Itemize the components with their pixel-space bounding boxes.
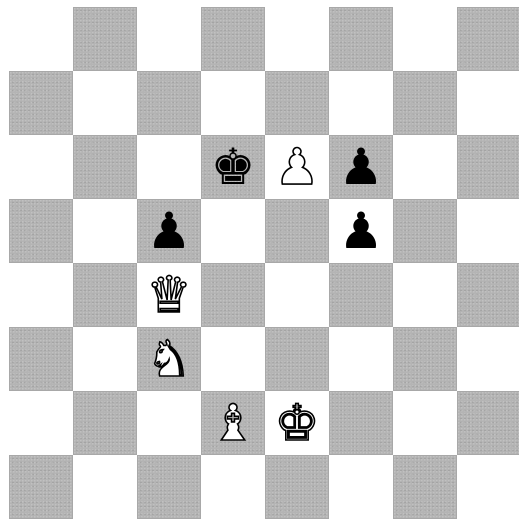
square-b6[interactable] bbox=[73, 135, 137, 199]
square-b2[interactable] bbox=[73, 391, 137, 455]
square-b4[interactable] bbox=[73, 263, 137, 327]
square-g6[interactable] bbox=[393, 135, 457, 199]
white-pawn-icon[interactable]: ♟ bbox=[275, 142, 320, 192]
square-e7[interactable] bbox=[265, 71, 329, 135]
black-pawn-icon[interactable]: ♟ bbox=[147, 206, 192, 256]
square-g1[interactable] bbox=[393, 455, 457, 519]
chess-board: ♚ ♟ ♟ ♟ ♟ ♛ ♞ ♝ ♚ bbox=[9, 7, 519, 519]
square-f8[interactable] bbox=[329, 7, 393, 71]
square-d8[interactable] bbox=[201, 7, 265, 71]
square-d5[interactable] bbox=[201, 199, 265, 263]
square-a4[interactable] bbox=[9, 263, 73, 327]
square-h2[interactable] bbox=[457, 391, 519, 455]
square-h5[interactable] bbox=[457, 199, 519, 263]
square-f1[interactable] bbox=[329, 455, 393, 519]
square-c1[interactable] bbox=[137, 455, 201, 519]
square-b1[interactable] bbox=[73, 455, 137, 519]
square-b7[interactable] bbox=[73, 71, 137, 135]
square-b5[interactable] bbox=[73, 199, 137, 263]
black-king-icon[interactable]: ♚ bbox=[211, 142, 256, 192]
square-f6[interactable]: ♟ bbox=[329, 135, 393, 199]
square-b8[interactable] bbox=[73, 7, 137, 71]
square-g7[interactable] bbox=[393, 71, 457, 135]
white-knight-icon[interactable]: ♞ bbox=[147, 334, 192, 384]
square-h1[interactable] bbox=[457, 455, 519, 519]
square-c4[interactable]: ♛ bbox=[137, 263, 201, 327]
square-g5[interactable] bbox=[393, 199, 457, 263]
square-d6[interactable]: ♚ bbox=[201, 135, 265, 199]
square-c5[interactable]: ♟ bbox=[137, 199, 201, 263]
square-g4[interactable] bbox=[393, 263, 457, 327]
square-g2[interactable] bbox=[393, 391, 457, 455]
square-c3[interactable]: ♞ bbox=[137, 327, 201, 391]
square-h7[interactable] bbox=[457, 71, 519, 135]
square-a6[interactable] bbox=[9, 135, 73, 199]
square-c8[interactable] bbox=[137, 7, 201, 71]
square-g8[interactable] bbox=[393, 7, 457, 71]
square-c6[interactable] bbox=[137, 135, 201, 199]
square-d1[interactable] bbox=[201, 455, 265, 519]
square-f7[interactable] bbox=[329, 71, 393, 135]
square-c7[interactable] bbox=[137, 71, 201, 135]
square-d7[interactable] bbox=[201, 71, 265, 135]
square-h6[interactable] bbox=[457, 135, 519, 199]
black-pawn-icon[interactable]: ♟ bbox=[339, 206, 384, 256]
square-d4[interactable] bbox=[201, 263, 265, 327]
square-a8[interactable] bbox=[9, 7, 73, 71]
square-f2[interactable] bbox=[329, 391, 393, 455]
square-f5[interactable]: ♟ bbox=[329, 199, 393, 263]
square-c2[interactable] bbox=[137, 391, 201, 455]
square-f4[interactable] bbox=[329, 263, 393, 327]
square-a3[interactable] bbox=[9, 327, 73, 391]
square-e2[interactable]: ♚ bbox=[265, 391, 329, 455]
square-e5[interactable] bbox=[265, 199, 329, 263]
square-h3[interactable] bbox=[457, 327, 519, 391]
square-a1[interactable] bbox=[9, 455, 73, 519]
square-e1[interactable] bbox=[265, 455, 329, 519]
square-f3[interactable] bbox=[329, 327, 393, 391]
white-bishop-icon[interactable]: ♝ bbox=[211, 398, 256, 448]
square-h8[interactable] bbox=[457, 7, 519, 71]
square-e3[interactable] bbox=[265, 327, 329, 391]
white-king-icon[interactable]: ♚ bbox=[275, 398, 320, 448]
square-d2[interactable]: ♝ bbox=[201, 391, 265, 455]
square-e8[interactable] bbox=[265, 7, 329, 71]
square-g3[interactable] bbox=[393, 327, 457, 391]
square-e4[interactable] bbox=[265, 263, 329, 327]
square-d3[interactable] bbox=[201, 327, 265, 391]
square-a5[interactable] bbox=[9, 199, 73, 263]
square-a7[interactable] bbox=[9, 71, 73, 135]
square-e6[interactable]: ♟ bbox=[265, 135, 329, 199]
square-a2[interactable] bbox=[9, 391, 73, 455]
square-b3[interactable] bbox=[73, 327, 137, 391]
white-queen-icon[interactable]: ♛ bbox=[147, 270, 192, 320]
black-pawn-icon[interactable]: ♟ bbox=[339, 142, 384, 192]
square-h4[interactable] bbox=[457, 263, 519, 327]
